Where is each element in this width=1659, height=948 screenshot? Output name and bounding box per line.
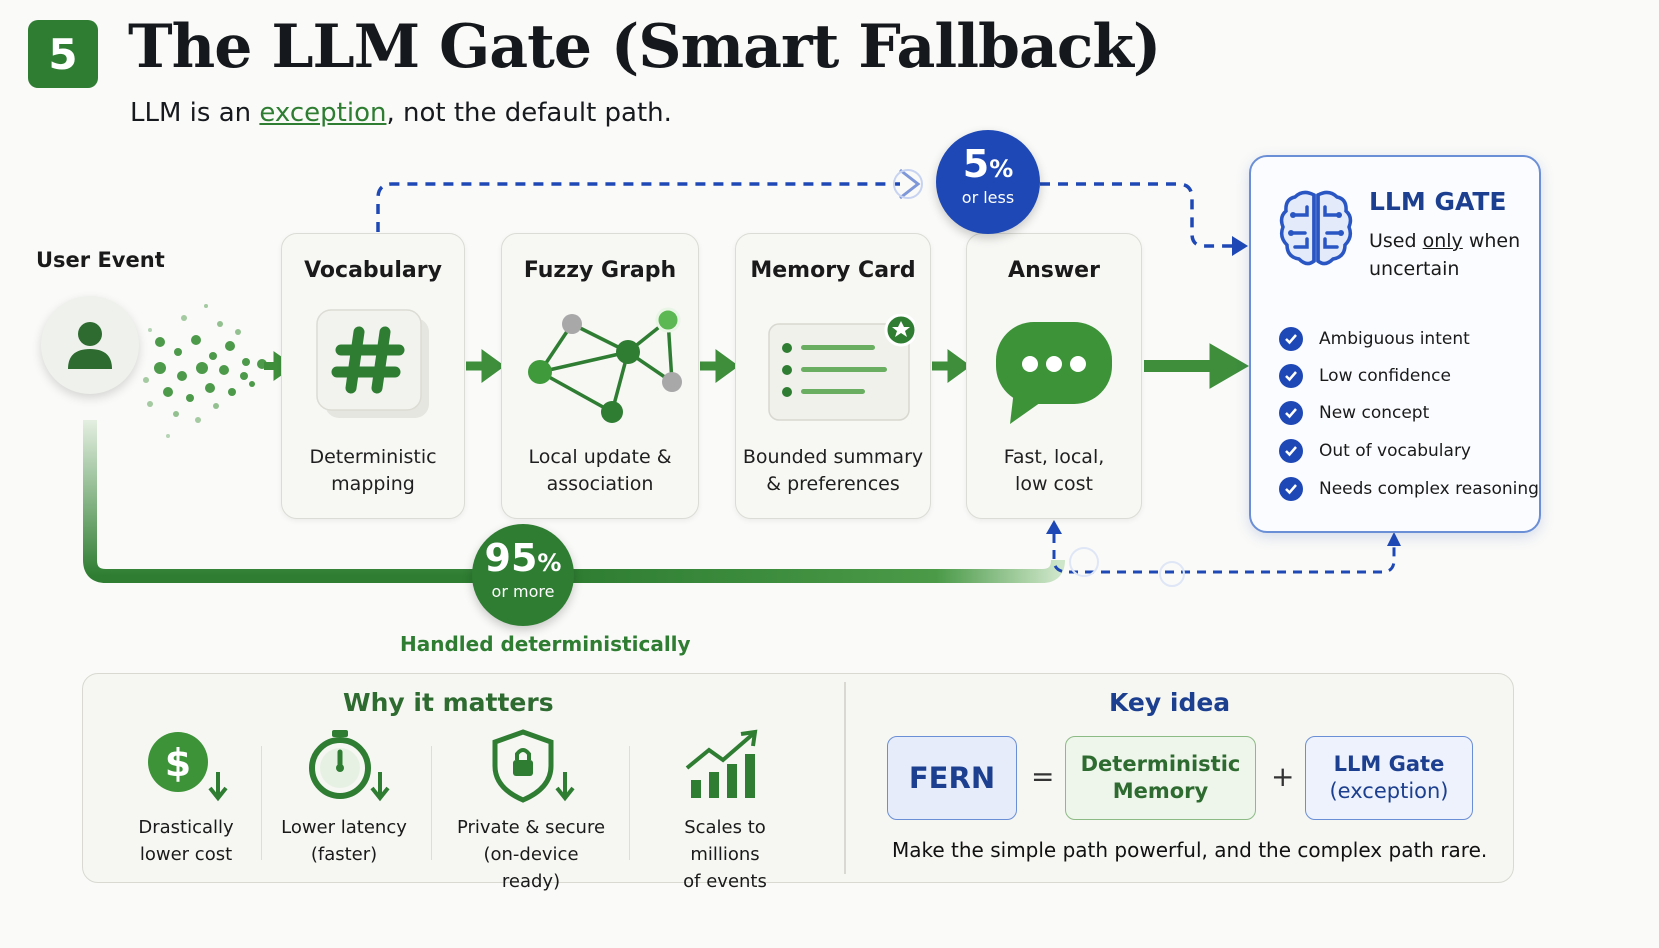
page-subtitle: LLM is an exception, not the default pat… [130,98,672,128]
llm-gate-title: LLM GATE [1369,187,1507,216]
deterministic-path [83,420,480,583]
step-card-memory-card: Memory Card Bounded summary & preference… [735,233,931,519]
step-card-answer: Answer Fast, local, low cost [966,233,1142,519]
deterministic-path-right [570,559,1065,583]
step-title: Answer [1008,258,1100,283]
divider [431,746,432,860]
benefit-private: Private & secure (on-device ready) [453,728,609,895]
key-idea-title: Key idea [1109,688,1231,717]
gate-condition-item: Out of vocabulary [1279,438,1471,464]
check-icon [1279,477,1303,501]
memory-list-icon [751,313,918,428]
plus-sign: + [1271,760,1295,793]
user-event-label: User Event [36,248,165,272]
fallback-share-badge: 5% or less [936,130,1040,234]
deterministic-label: Handled deterministically [400,632,691,656]
gate-sub-pre: Used [1369,230,1423,252]
graph-network-icon [518,304,682,432]
hashtag-icon [311,306,435,430]
step-card-vocabulary: Vocabulary Deterministic mapping [281,233,465,519]
panel-divider [844,682,846,874]
svg-text:$: $ [165,741,191,785]
fallback-path-top [376,182,900,232]
gate-condition-item: Ambiguous intent [1279,326,1470,352]
step-description: Local update & association [528,446,672,495]
step-title: Memory Card [750,258,916,283]
key-idea-caption: Make the simple path powerful, and the c… [892,838,1488,862]
deterministic-value: 95 [484,536,538,580]
llm-gate-box-title: LLM Gate [1333,752,1445,776]
return-path [1052,534,1396,574]
divider [261,746,262,860]
fallback-unit: % [989,155,1014,183]
dollar-down-icon: $ [131,728,241,808]
step-description: Fast, local, low cost [1003,446,1105,495]
subtitle-post: , not the default path. [386,98,672,128]
gate-condition-item: Low confidence [1279,363,1451,389]
benefit-label: Scales to millions of events [683,817,767,892]
fallback-caption: or less [961,188,1015,207]
growth-chart-icon [649,728,801,808]
llm-gate-subtitle: Used only when uncertain [1369,227,1539,283]
check-icon [1279,401,1303,425]
benefit-cost: $ Drastically lower cost [131,728,241,868]
step-description: Bounded summary & preferences [742,446,924,495]
benefit-latency: Lower latency (faster) [279,728,409,868]
step-title: Fuzzy Graph [523,258,677,283]
event-particles [143,304,267,438]
why-it-matters-title: Why it matters [343,688,554,717]
llm-gate-box-sub: (exception) [1329,779,1449,803]
summary-panel: Why it matters $ Drastically lower cost … [82,673,1514,892]
gate-sub-post: when uncertain [1369,230,1521,280]
brain-icon [1277,187,1355,273]
gate-condition-label: Ambiguous intent [1319,329,1470,349]
shield-lock-icon [453,728,609,808]
deterministic-caption: or more [491,582,555,601]
check-icon [1279,364,1303,388]
deterministic-unit: % [537,549,562,577]
stopwatch-down-icon [279,728,409,808]
chat-bubble-icon [992,320,1116,432]
subtitle-emphasis: exception [259,98,387,128]
equals-sign: = [1031,760,1055,793]
benefit-label: Lower latency (faster) [281,817,407,865]
fallback-arrow-open [899,168,921,200]
benefit-label: Drastically lower cost [138,817,234,865]
user-avatar-icon [41,296,139,394]
check-icon [1279,439,1303,463]
gate-condition-item: New concept [1279,400,1429,426]
llm-gate-box: LLM Gate (exception) [1305,736,1473,820]
step-card-fuzzy-graph: Fuzzy Graph Local update & association [501,233,699,519]
gate-condition-label: Low confidence [1319,366,1451,386]
benefit-scale: Scales to millions of events [649,728,801,895]
step-title: Vocabulary [304,258,442,283]
deterministic-memory-box: Deterministic Memory [1065,736,1256,820]
check-icon [1279,327,1303,351]
page-title: The LLM Gate (Smart Fallback) [128,12,1161,82]
benefit-label: Private & secure (on-device ready) [456,817,606,892]
gate-condition-label: Out of vocabulary [1319,441,1471,461]
fern-box: FERN [887,736,1017,820]
step-number-badge: 5 [28,20,98,88]
step-description: Deterministic mapping [309,446,437,495]
llm-gate-panel: LLM GATE Used only when uncertain Ambigu… [1249,155,1541,533]
divider [629,746,630,860]
gate-condition-item: Needs complex reasoning [1279,476,1539,502]
gate-arrow-head [1232,236,1248,256]
fallback-value: 5 [962,142,990,186]
gate-condition-label: Needs complex reasoning [1319,479,1539,499]
gate-condition-label: New concept [1319,403,1430,423]
deterministic-share-badge: 95% or more [472,524,574,626]
subtitle-pre: LLM is an [130,98,260,128]
gate-sub-emphasis: only [1422,230,1463,252]
